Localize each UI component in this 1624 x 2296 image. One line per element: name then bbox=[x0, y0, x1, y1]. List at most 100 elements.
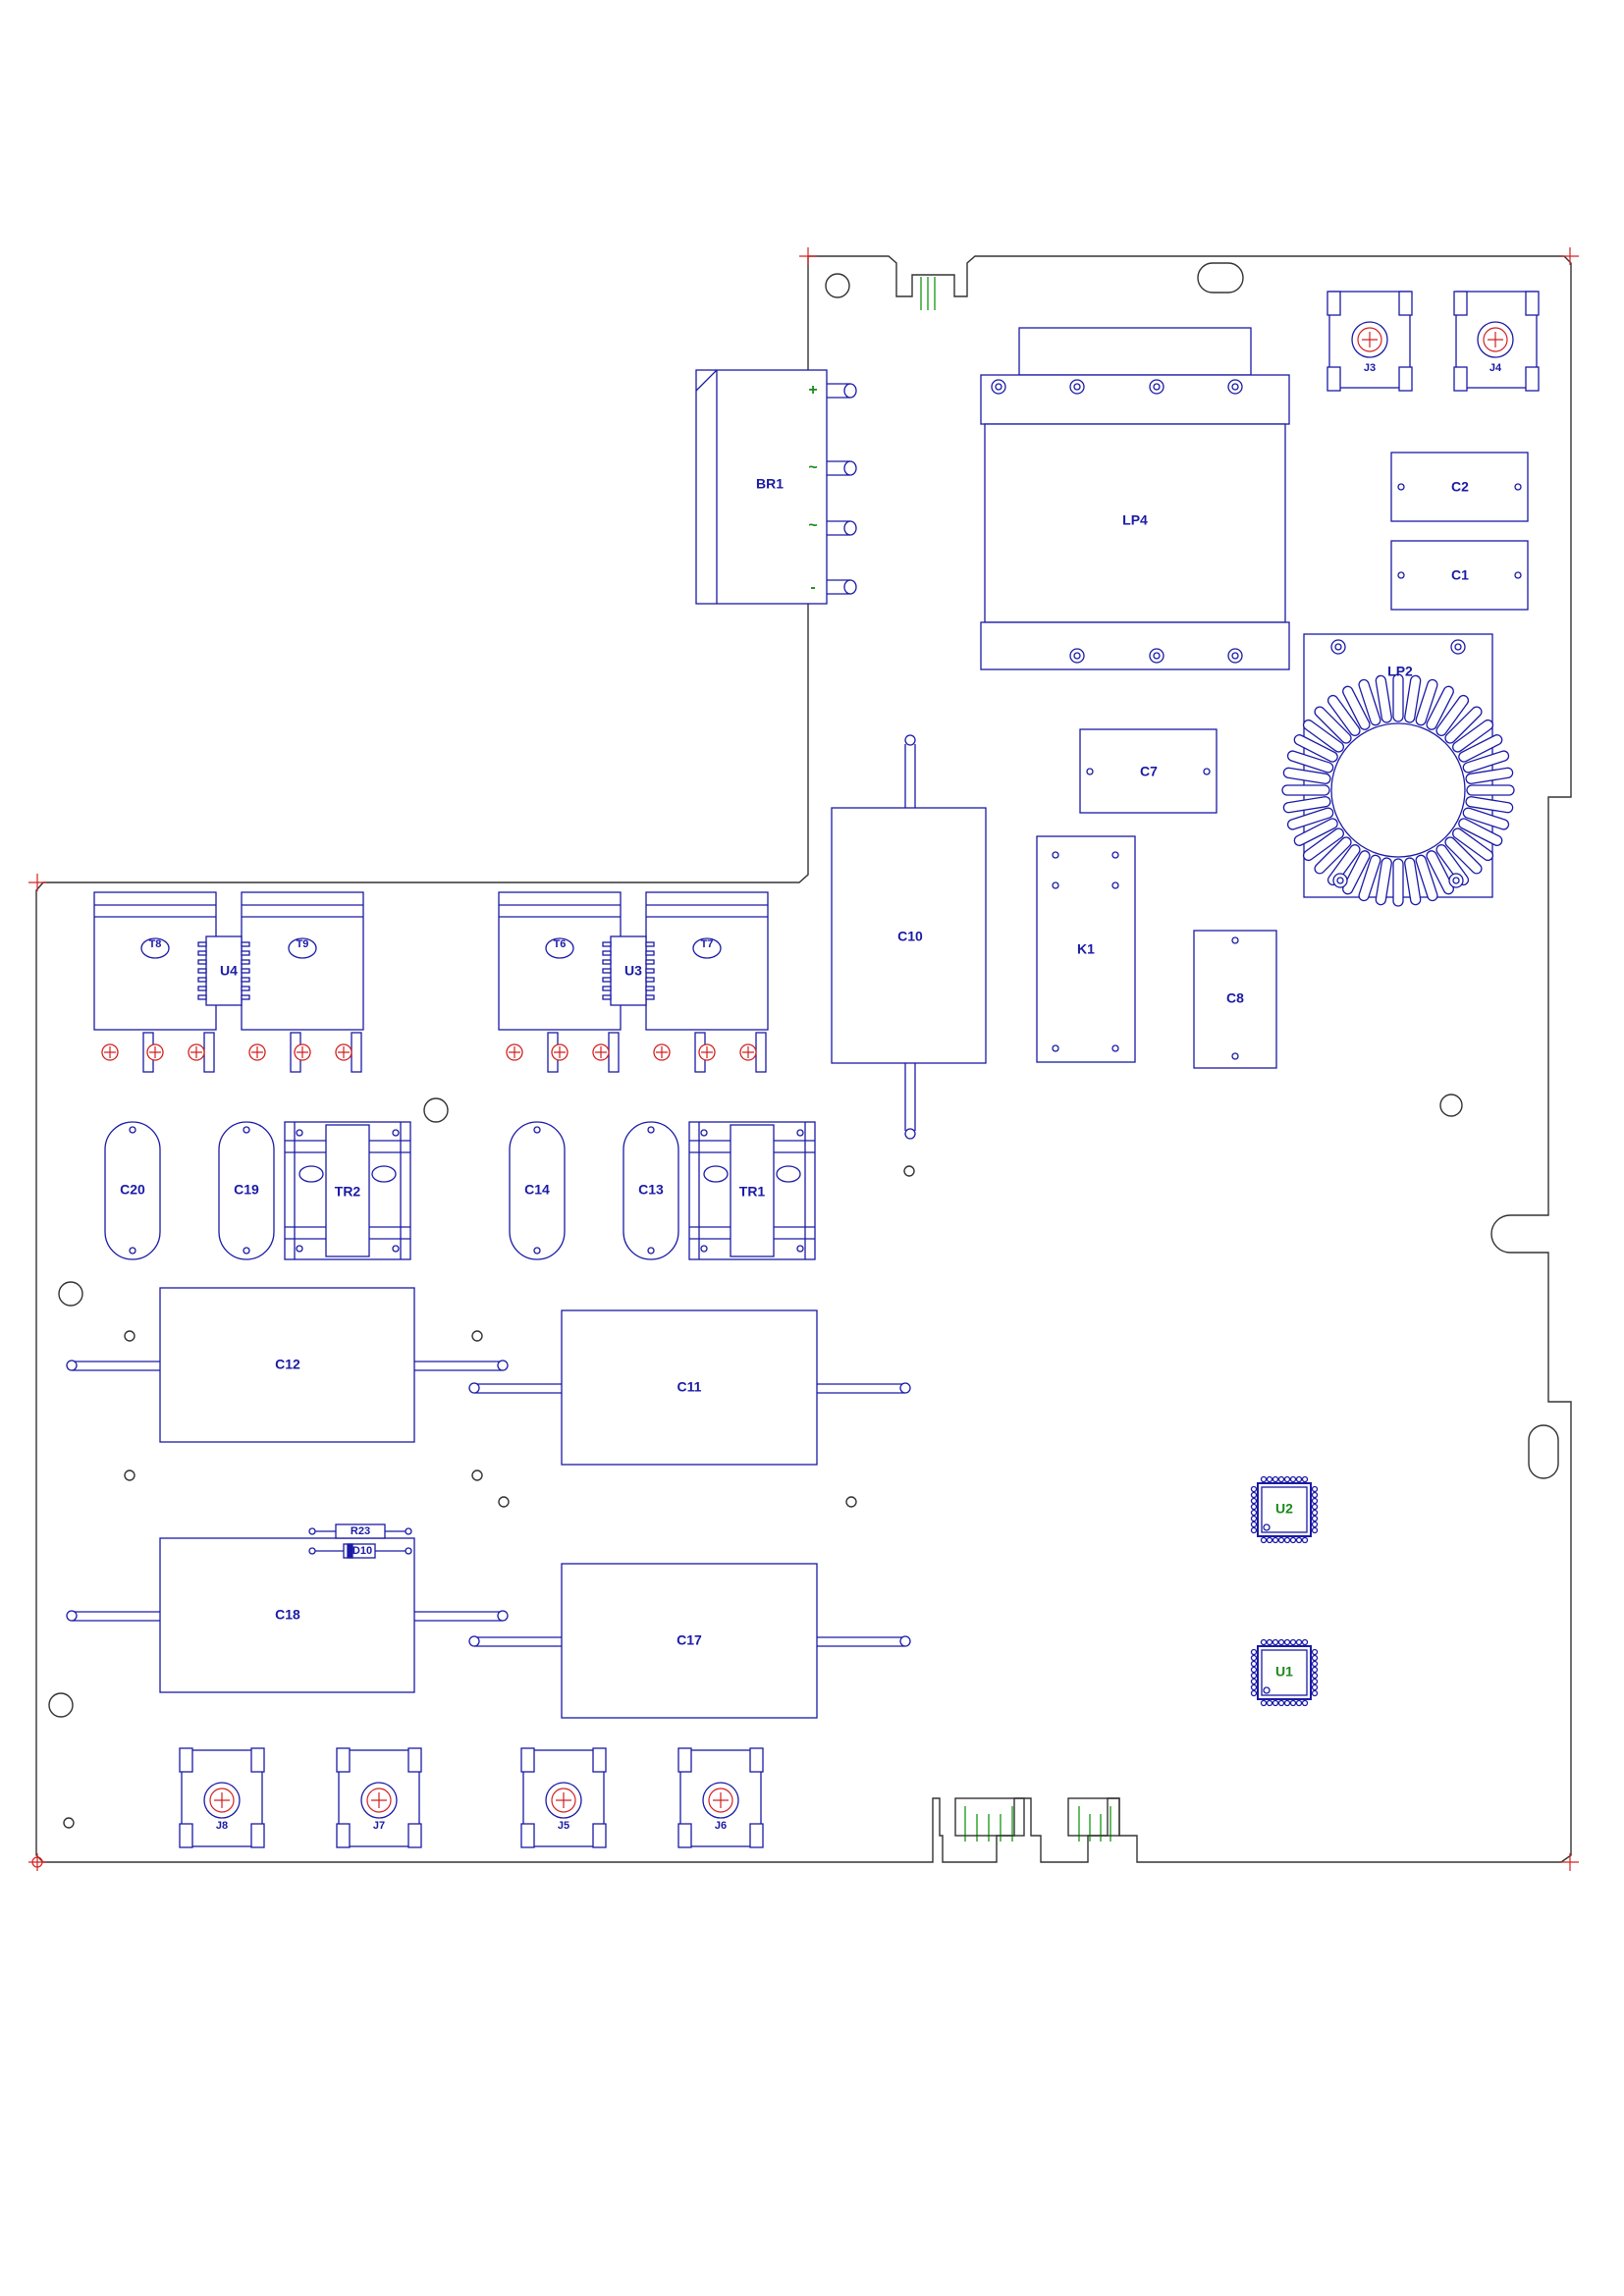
c7-label: C7 bbox=[1140, 764, 1158, 779]
qfn-pad bbox=[1283, 1536, 1291, 1544]
testpoint-marker bbox=[366, 1788, 392, 1813]
transistor-mounting-hole bbox=[288, 937, 317, 959]
soic-pin bbox=[645, 959, 655, 965]
t6-label: T6 bbox=[554, 938, 567, 950]
small-via bbox=[903, 1165, 915, 1177]
toroid-winding bbox=[1465, 796, 1514, 814]
testpoint-cross bbox=[556, 1792, 571, 1808]
qfn-pad bbox=[1295, 1475, 1303, 1483]
toroid-winding bbox=[1302, 719, 1344, 753]
testpoint-cross bbox=[713, 1792, 729, 1808]
u1-label: U1 bbox=[1275, 1664, 1293, 1680]
soic-ic-body bbox=[205, 935, 243, 1006]
testpoint-pad bbox=[250, 1823, 265, 1848]
testpoint-pad bbox=[407, 1747, 422, 1773]
toroid-winding bbox=[1404, 857, 1422, 906]
qfn-pad bbox=[1311, 1521, 1319, 1528]
toroid-winding bbox=[1444, 706, 1483, 744]
transistor-pad-mark bbox=[251, 1046, 263, 1058]
testpoint-pad bbox=[179, 1747, 193, 1773]
toroid-winding bbox=[1392, 858, 1404, 907]
testpoint-pad bbox=[749, 1823, 764, 1848]
qfn-pad bbox=[1250, 1672, 1258, 1680]
toroid-winding bbox=[1293, 734, 1338, 763]
br1-body bbox=[695, 369, 828, 605]
mounting-hole bbox=[48, 1692, 74, 1718]
qfn-pad bbox=[1283, 1638, 1291, 1646]
lp2-core-inner bbox=[1330, 722, 1466, 858]
toroid-winding bbox=[1342, 685, 1371, 730]
c18-capacitor: C18 bbox=[66, 1537, 509, 1693]
c10-capacitor: C10 bbox=[831, 734, 987, 1140]
c20-capacitor: C20 bbox=[104, 1121, 161, 1260]
qfn-pad bbox=[1289, 1699, 1297, 1707]
small-via bbox=[471, 1469, 483, 1481]
testpoint-pad bbox=[336, 1823, 351, 1848]
br1-pin-ac1: ~ bbox=[808, 459, 817, 476]
qfn-pad bbox=[1295, 1638, 1303, 1646]
qfn-pad bbox=[1266, 1536, 1273, 1544]
transistor-tab-line bbox=[94, 904, 216, 918]
testpoint-ring bbox=[360, 1782, 398, 1819]
mounting-holes bbox=[48, 262, 1559, 1829]
c8-capacitor: C8 bbox=[1193, 930, 1277, 1069]
lp4-pins bbox=[991, 379, 1243, 664]
lp2-toroid-inductor: LP2 bbox=[1281, 633, 1515, 907]
board-outline bbox=[35, 255, 1572, 1863]
lp4-bottom-bar bbox=[980, 621, 1290, 670]
qfn-pad bbox=[1266, 1638, 1273, 1646]
transistor-pad-mark bbox=[338, 1046, 350, 1058]
c13-label: C13 bbox=[638, 1182, 664, 1198]
soic-pin bbox=[197, 977, 207, 983]
toroid-winding bbox=[1375, 674, 1392, 723]
t9-label: T9 bbox=[297, 938, 309, 950]
testpoint-ring bbox=[702, 1782, 739, 1819]
k1-label: K1 bbox=[1077, 941, 1095, 957]
soic-pin bbox=[645, 968, 655, 974]
c10-label: C10 bbox=[897, 929, 923, 944]
qfn-pad bbox=[1260, 1699, 1268, 1707]
qfn-pad bbox=[1277, 1475, 1285, 1483]
d10-label: D10 bbox=[352, 1545, 372, 1557]
soic-pin bbox=[645, 994, 655, 1000]
testpoint-pad bbox=[336, 1747, 351, 1773]
qfn-pad bbox=[1311, 1689, 1319, 1697]
qfn-pad bbox=[1272, 1638, 1279, 1646]
br1-bevel bbox=[695, 369, 718, 604]
qfn-pad bbox=[1289, 1536, 1297, 1544]
connector-pin bbox=[964, 1806, 1013, 1842]
toroid-winding bbox=[1282, 767, 1331, 784]
soic-pin bbox=[241, 959, 250, 965]
soic-pin bbox=[197, 968, 207, 974]
qfn-pad bbox=[1250, 1485, 1258, 1493]
testpoint-pad bbox=[407, 1823, 422, 1848]
qfn-pad bbox=[1277, 1638, 1285, 1646]
connector-body bbox=[954, 1797, 1025, 1837]
qfn-pin1-mark bbox=[1263, 1686, 1271, 1694]
toroid-winding bbox=[1314, 706, 1352, 744]
tr1-label: TR1 bbox=[739, 1184, 766, 1200]
transistor-lead bbox=[608, 1032, 620, 1073]
qfn-pad bbox=[1250, 1526, 1258, 1534]
soic-pin bbox=[645, 977, 655, 983]
transistor-body bbox=[498, 891, 622, 1031]
cross-mid-left bbox=[28, 874, 46, 891]
j6-label: J6 bbox=[715, 1820, 727, 1832]
testpoint-body bbox=[181, 1749, 263, 1847]
qfn-pad bbox=[1250, 1503, 1258, 1511]
qfn-pad bbox=[1311, 1509, 1319, 1517]
testpoint-cross bbox=[371, 1792, 387, 1808]
toroid-winding bbox=[1286, 750, 1334, 774]
toroid-winding bbox=[1282, 796, 1331, 814]
transistor-pad-mark bbox=[297, 1046, 308, 1058]
qfn-pad bbox=[1250, 1497, 1258, 1505]
c8-label: C8 bbox=[1226, 990, 1244, 1006]
mounting-slot bbox=[1528, 1424, 1559, 1479]
br1-pin-ac2: ~ bbox=[808, 517, 817, 534]
cross-bottom-left bbox=[28, 1853, 46, 1871]
k1-relay: K1 bbox=[1036, 835, 1136, 1063]
t8-label: T8 bbox=[149, 938, 162, 950]
qfn-pad bbox=[1301, 1699, 1309, 1707]
u4-label: U4 bbox=[220, 963, 238, 979]
c17-capacitor: C17 bbox=[468, 1563, 911, 1719]
